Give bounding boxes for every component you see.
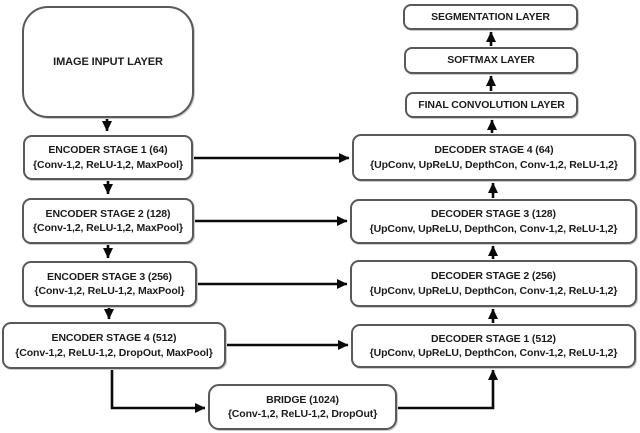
node-title: BRIDGE (1024) [266, 393, 339, 406]
node-final-convolution-layer: FINAL CONVOLUTION LAYER [405, 92, 578, 118]
node-title: SOFTMAX LAYER [447, 54, 535, 67]
node-encoder-stage-2: ENCODER STAGE 2 (128) {Conv-1,2, ReLU-1,… [22, 198, 194, 244]
node-encoder-stage-4: ENCODER STAGE 4 (512) {Conv-1,2, ReLU-1,… [2, 322, 226, 369]
node-softmax-layer: SOFTMAX LAYER [404, 47, 578, 74]
node-decoder-stage-2: DECODER STAGE 2 (256) {UpConv, UpReLU, D… [350, 260, 637, 307]
node-title: IMAGE INPUT LAYER [53, 55, 163, 68]
node-title: FINAL CONVOLUTION LAYER [418, 98, 565, 111]
node-ops: {Conv-1,2, ReLU-1,2, MaxPool} [33, 222, 183, 234]
node-title: DECODER STAGE 1 (512) [431, 332, 556, 345]
node-segmentation-layer: SEGMENTATION LAYER [403, 4, 578, 30]
node-decoder-stage-1: DECODER STAGE 1 (512) {UpConv, UpReLU, D… [351, 324, 636, 368]
node-ops: {Conv-1,2, ReLU-1,2, MaxPool} [34, 285, 185, 297]
node-bridge: BRIDGE (1024) {Conv-1,2, ReLU-1,2, DropO… [208, 384, 397, 430]
node-title: ENCODER STAGE 1 (64) [48, 144, 168, 156]
node-decoder-stage-4: DECODER STAGE 4 (64) {UpConv, UpReLU, De… [352, 134, 636, 181]
node-decoder-stage-3: DECODER STAGE 3 (128) {UpConv, UpReLU, D… [350, 199, 637, 244]
node-title: DECODER STAGE 2 (256) [431, 270, 556, 282]
arrow-bridge-to-dec1 [398, 369, 498, 410]
node-ops: {UpConv, UpReLU, DepthCon, Conv-1,2, ReL… [369, 347, 618, 359]
node-title: ENCODER STAGE 2 (128) [45, 207, 171, 220]
node-ops: {Conv-1,2, ReLU-1,2, MaxPool} [33, 158, 183, 171]
node-ops: {UpConv, UpReLU, DepthCon, Conv-1,2, ReL… [369, 284, 618, 297]
node-encoder-stage-1: ENCODER STAGE 1 (64) {Conv-1,2, ReLU-1,2… [23, 135, 193, 180]
node-title: DECODER STAGE 4 (64) [434, 144, 554, 156]
node-encoder-stage-3: ENCODER STAGE 3 (256) {Conv-1,2, ReLU-1,… [22, 261, 197, 307]
node-title: DECODER STAGE 3 (128) [431, 208, 556, 220]
node-ops: {Conv-1,2, ReLU-1,2, DropOut, MaxPool} [15, 346, 213, 359]
node-ops: {UpConv, UpReLU, DepthCon, Conv-1,2, ReL… [369, 222, 618, 235]
arrow-enc4-to-bridge [110, 370, 206, 413]
node-ops: {UpConv, UpReLU, DepthCon, Conv-1,2, ReL… [370, 158, 618, 171]
node-ops: {Conv-1,2, ReLU-1,2, DropOut} [227, 408, 378, 420]
node-title: SEGMENTATION LAYER [431, 10, 550, 23]
node-title: ENCODER STAGE 3 (256) [47, 270, 172, 283]
node-title: ENCODER STAGE 4 (512) [51, 332, 177, 344]
node-image-input-layer: IMAGE INPUT LAYER [22, 6, 194, 118]
